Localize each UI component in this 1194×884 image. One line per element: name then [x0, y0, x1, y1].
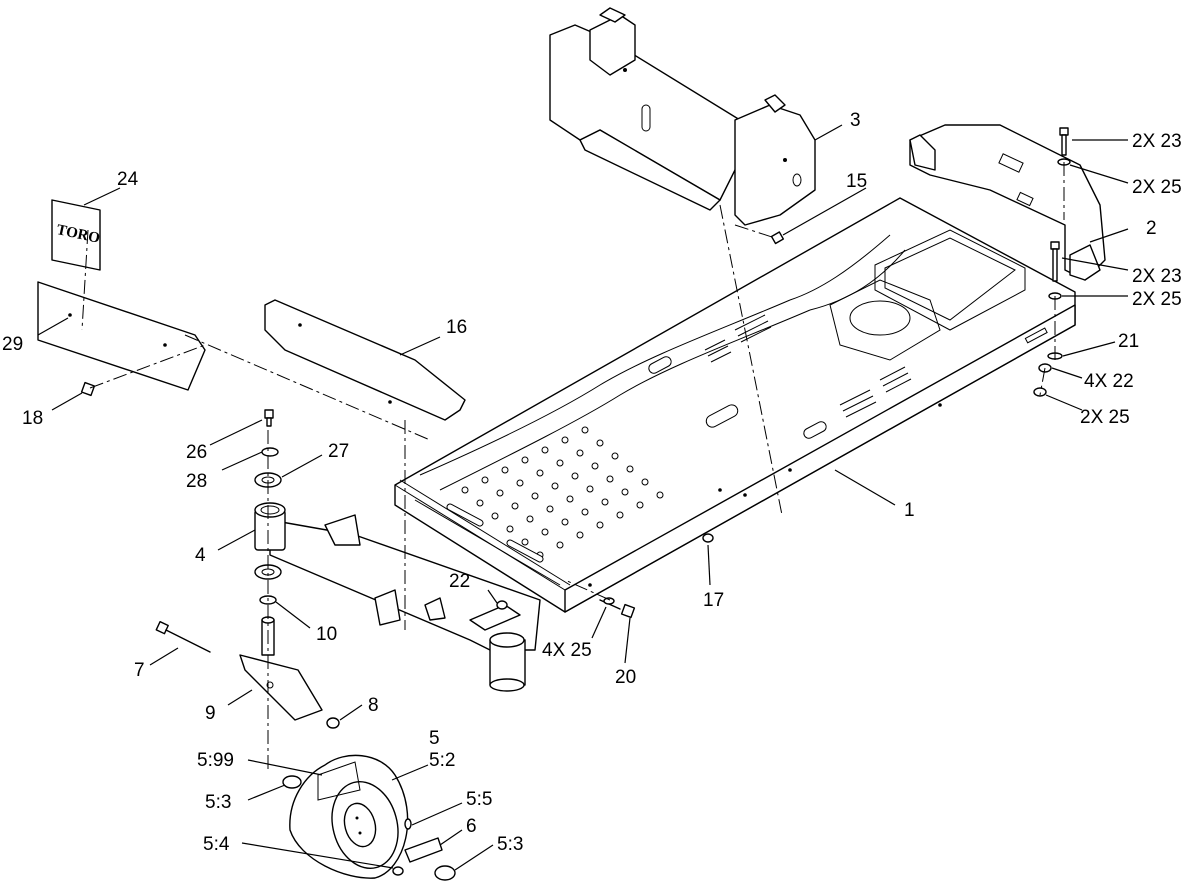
callout-26: 26 — [186, 442, 207, 463]
bolt-23-upper — [1057, 127, 1071, 166]
callout-2x-25-upper: 2X 25 — [1132, 177, 1182, 198]
callout-7: 7 — [134, 660, 145, 681]
floor-holes — [461, 426, 664, 559]
bolt-26 — [264, 409, 274, 427]
callout-6: 6 — [466, 816, 477, 837]
callout-16: 16 — [446, 317, 467, 338]
bolt-18 — [80, 381, 96, 397]
callout-27: 27 — [328, 441, 349, 462]
callout-5-3-left: 5:3 — [205, 792, 231, 813]
callout-4x-22: 4X 22 — [1084, 371, 1134, 392]
callout-5-3-right: 5:3 — [497, 834, 523, 855]
assembly-lines — [81, 162, 1065, 770]
callout-21: 21 — [1118, 331, 1139, 352]
callout-15: 15 — [846, 171, 867, 192]
callout-29: 29 — [2, 334, 23, 355]
washer-25-front — [603, 597, 615, 605]
decal-24: TORO — [51, 199, 101, 271]
callout-9: 9 — [205, 703, 216, 724]
front-axle-4 — [254, 502, 541, 692]
callout-17: 17 — [703, 590, 724, 611]
callout-24: 24 — [117, 169, 139, 190]
seat-mount — [549, 7, 816, 226]
nut-25-right — [1033, 387, 1047, 397]
callout-2: 2 — [1146, 218, 1157, 239]
callouts: 1 2 3 4 5 5:2 5:99 5:3 5:5 6 5:4 5:3 7 8… — [2, 110, 1182, 855]
callout-22: 22 — [449, 571, 470, 592]
rear-bumper — [909, 124, 1106, 281]
washer-28 — [261, 447, 279, 457]
callout-2x-25-lower: 2X 25 — [1132, 289, 1182, 310]
callout-5-4: 5:4 — [203, 834, 230, 855]
callout-2x-23-lower: 2X 23 — [1132, 266, 1182, 287]
callout-8: 8 — [368, 695, 379, 716]
vent-slats — [704, 314, 912, 418]
bushing-5-3-right — [434, 865, 456, 881]
nut-17 — [702, 533, 714, 543]
callout-4x-25: 4X 25 — [542, 640, 592, 661]
fitting-5-4 — [392, 866, 404, 876]
fork-9 — [239, 616, 323, 721]
callout-18: 18 — [22, 408, 43, 429]
callout-5-99: 5:99 — [197, 750, 234, 771]
bolt-7 — [155, 620, 211, 653]
main-frame — [394, 197, 1076, 613]
callout-28: 28 — [186, 471, 207, 492]
callout-3: 3 — [850, 110, 861, 131]
callout-5: 5 — [429, 728, 440, 749]
callout-10: 10 — [316, 624, 337, 645]
callout-2x-25-bottom: 2X 25 — [1080, 407, 1130, 428]
fitting-5-5 — [404, 818, 412, 830]
bushing-5-3-left — [282, 775, 302, 789]
callout-5-2: 5:2 — [429, 750, 455, 771]
callout-5-5: 5:5 — [466, 789, 492, 810]
callout-4: 4 — [195, 545, 206, 566]
guard-29 — [37, 281, 206, 391]
shield-16 — [264, 299, 466, 421]
wheel-5 — [289, 754, 409, 879]
callout-20: 20 — [615, 667, 636, 688]
nut-8 — [326, 717, 340, 729]
leader-lines — [37, 124, 1129, 871]
callout-2x-23-upper: 2X 23 — [1132, 131, 1182, 152]
bolt-15 — [770, 231, 785, 245]
callout-1: 1 — [904, 500, 915, 521]
axle-6 — [404, 837, 443, 863]
nut-22-front — [496, 600, 508, 610]
